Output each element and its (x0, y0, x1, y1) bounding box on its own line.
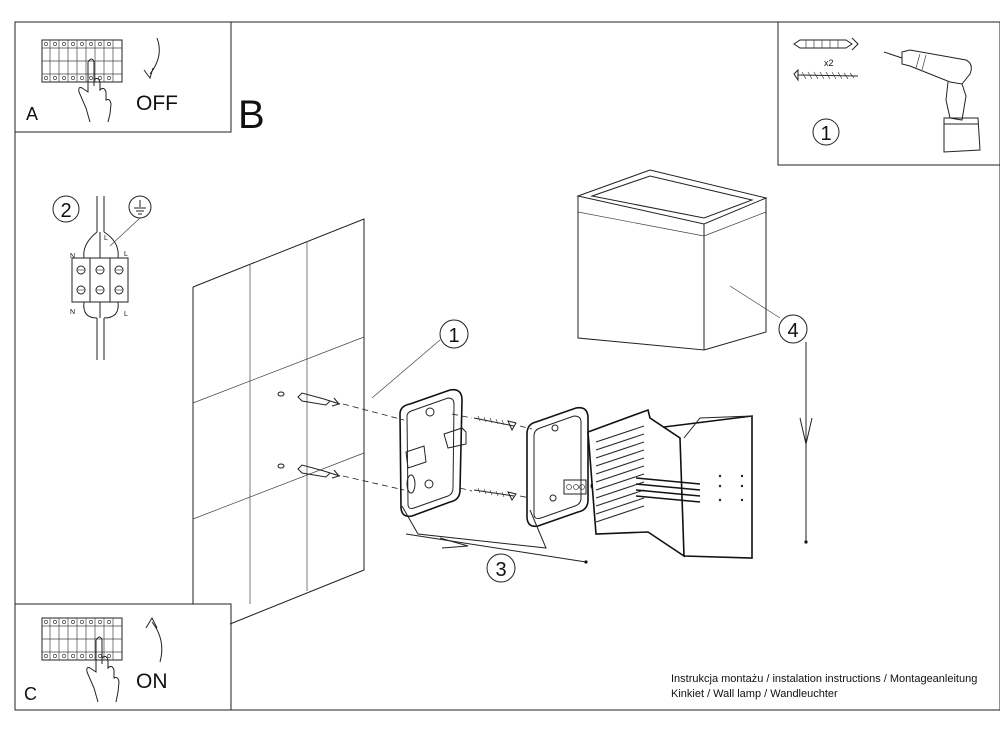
wire-label-l-top: L (124, 251, 128, 258)
fixings-count: x2 (824, 58, 834, 68)
tools-panel: x2 1 (777, 21, 1000, 166)
arrow-up-icon (145, 616, 163, 663)
wire-label-l-mid: L (104, 235, 108, 242)
tools-panel-frame (777, 21, 1000, 166)
tools-step-number: 1 (820, 123, 831, 145)
lower-wall-plug (277, 463, 341, 479)
lamp-shade (576, 169, 768, 351)
wall-tiles (192, 218, 365, 625)
alignment-line (519, 425, 533, 430)
footer-product-name: Kinkiet / Wall lamp / Wandleuchter (671, 688, 838, 700)
diagram-frame (14, 21, 1000, 711)
mount-direction-arrow (401, 505, 588, 564)
drill-icon (883, 49, 981, 153)
shade-leader-line (729, 285, 781, 319)
back-plate (526, 406, 600, 528)
footer-instructions-title: Instrukcja montażu / instalation instruc… (671, 673, 977, 685)
panel-b-letter: B (238, 93, 265, 137)
hand-icon (78, 58, 112, 123)
wiring-step-number: 2 (60, 200, 71, 222)
panel-a-power-off: A OFF (14, 21, 232, 133)
shade-direction-arrow (799, 342, 813, 544)
bracket-step-number: 1 (448, 325, 459, 347)
tools-step-circle (812, 118, 840, 146)
upper-wall-plug (277, 391, 341, 407)
supply-cable (96, 196, 105, 232)
arrow-down-icon (143, 37, 160, 80)
wiring-detail: 2 N L L N L (52, 195, 152, 360)
alignment-line (519, 495, 531, 499)
screw-icon (793, 68, 859, 82)
wire-label-l-bottom: L (124, 311, 128, 318)
panel-a-frame (14, 21, 232, 133)
shade-step-circle (778, 314, 808, 344)
wire-label-n-bottom: N (70, 309, 75, 316)
terminal-block (71, 257, 129, 303)
lamp-body (587, 408, 753, 559)
wire-label-n-top: N (70, 253, 75, 260)
alignment-line (459, 487, 473, 492)
alignment-line (342, 403, 405, 421)
mounting-bracket (399, 388, 467, 518)
mount-step-number: 3 (495, 559, 506, 581)
bracket-step-circle (439, 319, 469, 349)
lower-bracket-screw (473, 487, 517, 501)
panel-c-letter: C (24, 684, 37, 704)
alignment-line (342, 475, 405, 491)
breaker-box-icon (41, 617, 123, 661)
upper-bracket-screw (473, 415, 517, 432)
shade-step-number: 4 (787, 320, 798, 342)
panel-c-power-on: C ON (14, 603, 232, 711)
wiring-step-circle (52, 195, 80, 223)
panel-a-label: OFF (136, 92, 178, 115)
breaker-box-icon (41, 39, 123, 83)
hand-icon (86, 636, 120, 703)
mount-step-circle (486, 553, 516, 583)
panel-c-frame (14, 603, 232, 711)
panel-a-letter: A (26, 104, 38, 124)
panel-c-label: ON (136, 670, 168, 693)
wall-plug-icon (793, 37, 859, 51)
